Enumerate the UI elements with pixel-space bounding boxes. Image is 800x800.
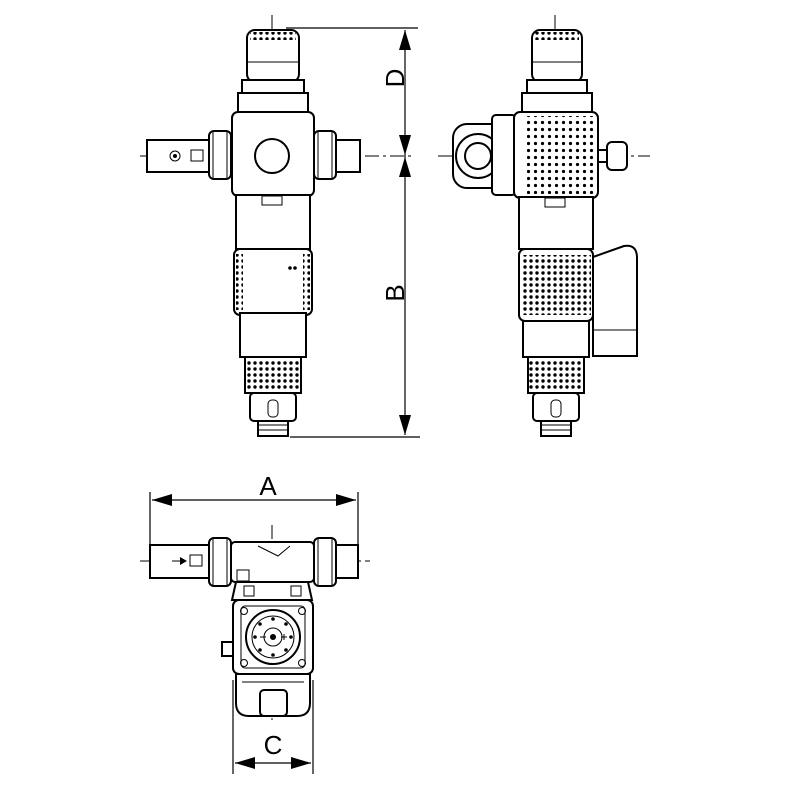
front-drain-thread — [257, 420, 289, 437]
side-neck — [526, 79, 588, 95]
side-electronic-module — [592, 244, 638, 357]
dimension-label-c: C — [264, 730, 283, 760]
front-right-nut — [313, 130, 337, 180]
side-collar — [521, 92, 593, 114]
front-collar — [237, 92, 309, 114]
front-view — [140, 15, 412, 440]
arrow-c-left — [235, 757, 255, 769]
front-bowl-band — [233, 248, 313, 316]
top-left-nut — [208, 537, 232, 587]
dimension-label-a: A — [259, 471, 277, 501]
top-left-pipe — [149, 544, 211, 579]
arrow-a-left — [152, 494, 172, 506]
vertical-dimensions: D B — [286, 27, 420, 438]
arrow-a-right — [336, 494, 356, 506]
top-view — [140, 525, 370, 720]
side-knob — [606, 141, 628, 171]
arrow-d-bottom — [399, 135, 411, 155]
arrow-b-top — [399, 157, 411, 177]
dimension-label-d: D — [380, 69, 410, 88]
side-adapter — [491, 114, 517, 196]
dimension-a: A — [149, 471, 359, 545]
front-cap-knurl — [250, 32, 296, 40]
top-right-pipe — [335, 544, 359, 579]
top-body — [230, 541, 315, 583]
front-flow-marker — [169, 150, 181, 162]
side-bowl — [522, 320, 590, 358]
arrow-b-bottom — [399, 415, 411, 435]
front-body-port — [254, 138, 290, 174]
arrow-d-top — [399, 30, 411, 50]
front-neck — [241, 79, 305, 95]
top-valve-mark — [257, 545, 291, 557]
front-left-pipe — [146, 139, 214, 173]
front-lower-body — [235, 194, 311, 250]
front-left-nut — [208, 130, 232, 180]
side-lower-body — [518, 196, 594, 250]
front-right-pipe — [335, 139, 361, 173]
side-view — [438, 15, 650, 440]
top-right-nut — [313, 537, 337, 587]
top-module-tab — [259, 689, 288, 717]
side-drain-thread — [540, 420, 572, 437]
front-bowl — [239, 312, 307, 358]
top-left-lug — [221, 641, 234, 657]
top-flow-arrow — [180, 557, 187, 565]
dimension-c: C — [232, 680, 314, 774]
arrow-c-right — [291, 757, 311, 769]
dimension-label-b: B — [380, 284, 410, 301]
side-connection-bore — [464, 142, 492, 170]
